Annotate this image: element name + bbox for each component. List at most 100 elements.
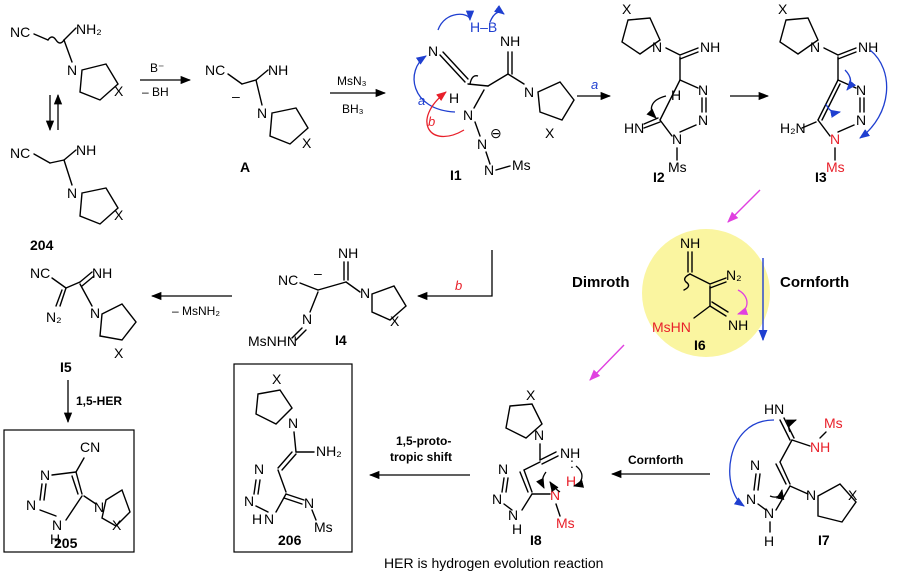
- reagent-cornforth: Cornforth: [628, 453, 683, 467]
- atom-n: N: [254, 461, 264, 477]
- compound-label-206: 206: [278, 532, 302, 548]
- lone-pair: :: [570, 455, 574, 471]
- atom-n: N: [67, 185, 77, 201]
- atom-nh2: NH₂: [316, 443, 342, 459]
- reagent-proto-2: tropic shift: [390, 450, 452, 464]
- anion-charge: –: [232, 88, 240, 104]
- atom-nh: NH: [560, 445, 580, 461]
- atom-n: N: [90, 305, 100, 321]
- atom-x: X: [112, 517, 122, 533]
- compound-I2: X N NH H N N N HN Ms I2: [621, 1, 720, 185]
- reagent-hb: H–B: [470, 19, 497, 35]
- atom-n: N: [672, 131, 682, 147]
- atom-n2: N₂: [46, 309, 62, 325]
- atom-n: N: [856, 112, 866, 128]
- compound-label-I4: I4: [335, 332, 347, 348]
- reagent-her: 1,5-HER: [76, 394, 122, 408]
- atom-n: N: [40, 467, 50, 483]
- compound-A: NC NH – N X A: [205, 62, 312, 175]
- compound-I6: NH N₂ NH MsHN I6: [642, 229, 770, 357]
- atom-nh2: NH₂: [76, 21, 102, 37]
- atom-nh: NH: [700, 39, 720, 55]
- arrow-1-5-her: 1,5-HER: [63, 380, 122, 424]
- arrow-dimroth-down: [589, 344, 625, 381]
- atom-h2n: H₂N: [780, 120, 806, 136]
- box-205: [3, 429, 135, 553]
- atom-ms-red: Ms: [826, 159, 845, 175]
- atom-x: X: [778, 1, 788, 17]
- equilibrium-arrows: [45, 93, 63, 132]
- reagent-proto-1: 1,5-proto-: [396, 434, 451, 448]
- atom-n2: N₂: [726, 267, 742, 283]
- atom-ms-red: Ms: [824, 415, 843, 431]
- atom-nc: NC: [30, 265, 50, 281]
- atom-nh: NH: [728, 317, 748, 333]
- atom-x: X: [302, 135, 312, 151]
- atom-n: N: [492, 491, 502, 507]
- atom-n: N: [288, 415, 298, 431]
- arrow-loss-msnh2: – MsNH₂: [150, 291, 232, 318]
- compound-label-A: A: [240, 159, 250, 175]
- arrow-pathway-a: a: [577, 77, 612, 101]
- compound-label-I2: I2: [653, 169, 665, 185]
- pathway-b-label: b: [428, 114, 435, 129]
- arrow-cornforth-rearrangement: Cornforth: [610, 453, 710, 479]
- atom-h: H: [252, 511, 262, 527]
- arrow-prototropic-shift: 1,5-proto- tropic shift: [368, 434, 470, 480]
- atom-n: N: [463, 107, 473, 123]
- atom-hn: HN: [764, 401, 784, 417]
- atom-h: H: [50, 531, 60, 547]
- atom-n: N: [652, 39, 662, 55]
- highlight-circle: [642, 229, 770, 357]
- pathway-a-label: a: [418, 93, 425, 108]
- atom-n: N: [94, 499, 104, 515]
- atom-h: H: [671, 87, 681, 103]
- atom-n-red: N: [550, 487, 560, 503]
- atom-n: N: [304, 495, 314, 511]
- atom-cn: CN: [80, 439, 100, 455]
- atom-h: H: [764, 533, 774, 549]
- atom-x: X: [622, 1, 632, 17]
- atom-ms: Ms: [668, 159, 687, 175]
- atom-nc: NC: [10, 145, 30, 161]
- atom-msnhn: MsNHN: [248, 333, 297, 349]
- atom-h-red: H: [566, 473, 576, 489]
- atom-n: N: [746, 491, 756, 507]
- compound-label-204: 204: [30, 237, 54, 253]
- reagent-bh3: BH₃: [342, 102, 364, 116]
- atom-n: N: [698, 112, 708, 128]
- atom-h: H: [512, 521, 522, 537]
- hb-abstraction: H–B: [437, 5, 505, 35]
- atom-ms: Ms: [512, 157, 531, 173]
- compound-label-I6: I6: [694, 337, 706, 353]
- arrow-pathway-b: b: [416, 250, 493, 301]
- pathway-cornforth: Cornforth: [780, 274, 849, 291]
- atom-nh: NH: [76, 142, 96, 158]
- compound-206: X N NH₂ N N N H N Ms 206: [233, 363, 353, 553]
- atom-n: N: [302, 311, 312, 327]
- atom-n: N: [508, 507, 518, 523]
- arrow-ring-opening: [727, 189, 761, 223]
- atom-n: N: [26, 497, 36, 513]
- reagent-msnh2: – MsNH₂: [172, 304, 220, 318]
- atom-nh: NH: [858, 39, 878, 55]
- atom-hn: HN: [624, 120, 644, 136]
- atom-n: N: [428, 43, 438, 59]
- atom-x: X: [545, 125, 555, 141]
- atom-n: N: [750, 457, 760, 473]
- atom-n: N: [257, 105, 267, 121]
- arrow-azide-addition: MsN₃ BH₃: [330, 74, 387, 116]
- atom-n: N: [484, 162, 494, 178]
- atom-x: X: [390, 313, 400, 329]
- anion-charge: –: [314, 265, 322, 281]
- wavy-bond: [683, 273, 691, 291]
- compound-I1: N H NH N X N N ⊖ N Ms I1 a b: [413, 33, 575, 183]
- compound-205: CN N N N H N X 205: [3, 429, 135, 553]
- atom-nh: NH: [338, 245, 358, 261]
- atom-nh: NH: [500, 33, 520, 49]
- atom-x: X: [114, 345, 124, 361]
- caption: HER is hydrogen evolution reaction: [384, 555, 603, 571]
- atom-n-red: N: [830, 131, 840, 147]
- compound-label-I8: I8: [530, 532, 542, 548]
- atom-n: N: [810, 39, 820, 55]
